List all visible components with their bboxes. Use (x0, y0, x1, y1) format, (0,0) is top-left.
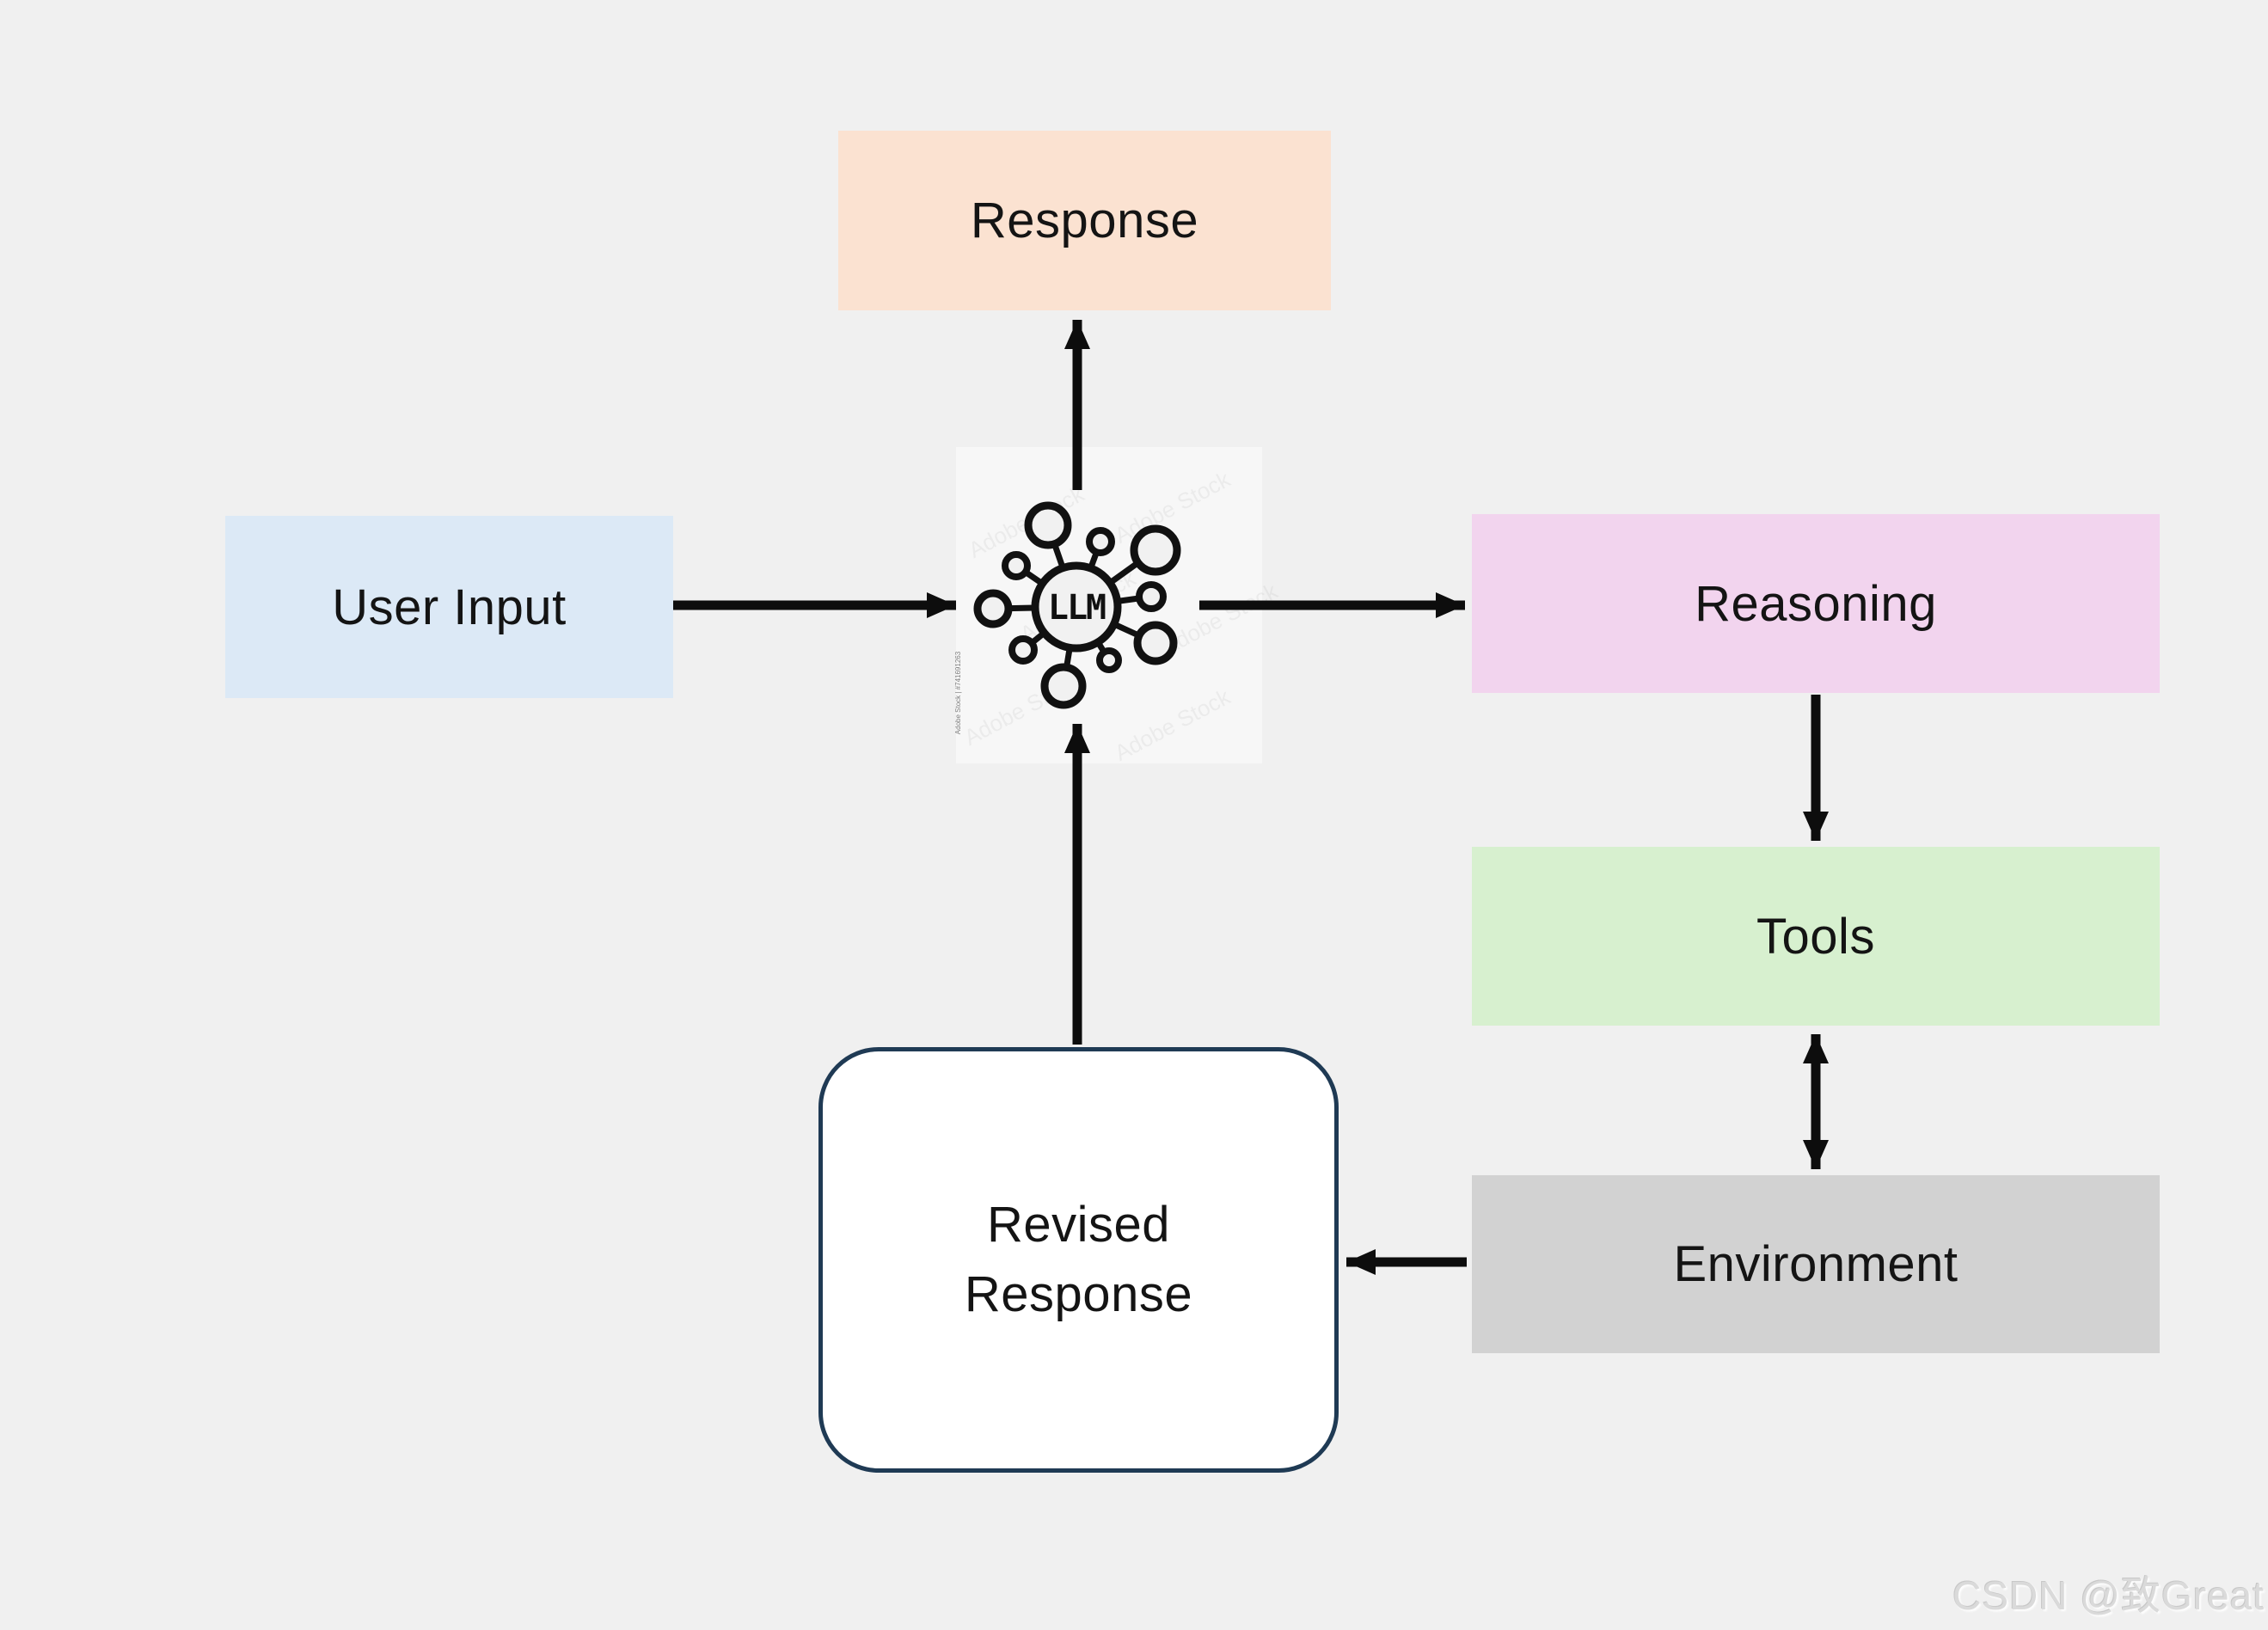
hub-node (1096, 647, 1122, 673)
node-response-label: Response (970, 193, 1199, 248)
node-response: Response (838, 131, 1331, 310)
llm-hub-icon: LLM (947, 478, 1205, 736)
hub-node (1002, 551, 1031, 580)
hub-node (973, 589, 1013, 628)
hub-node (1133, 621, 1178, 665)
node-revised-response: Revised Response (818, 1047, 1339, 1473)
node-tools: Tools (1472, 847, 2160, 1026)
hub-node (1086, 527, 1115, 556)
hub-node (1040, 663, 1087, 709)
hub-node (1008, 635, 1038, 665)
node-tools-label: Tools (1756, 908, 1875, 965)
node-environment-label: Environment (1673, 1236, 1958, 1292)
stock-credit-text: Adobe Stock | #741691263 (954, 651, 962, 735)
llm-icon-label: LLM (1048, 588, 1106, 628)
hub-node (1130, 524, 1181, 576)
hub-center (1031, 561, 1122, 653)
node-user-input: User Input (225, 516, 673, 698)
node-reasoning: Reasoning (1472, 514, 2160, 693)
hub-node (1024, 501, 1072, 549)
node-revised-response-label: Revised Response (964, 1197, 1193, 1322)
csdn-watermark: CSDN @致Great (1952, 1573, 2265, 1618)
node-environment: Environment (1472, 1175, 2160, 1353)
node-user-input-label: User Input (332, 579, 567, 635)
hub-node (1136, 581, 1167, 612)
node-reasoning-label: Reasoning (1695, 575, 1937, 632)
